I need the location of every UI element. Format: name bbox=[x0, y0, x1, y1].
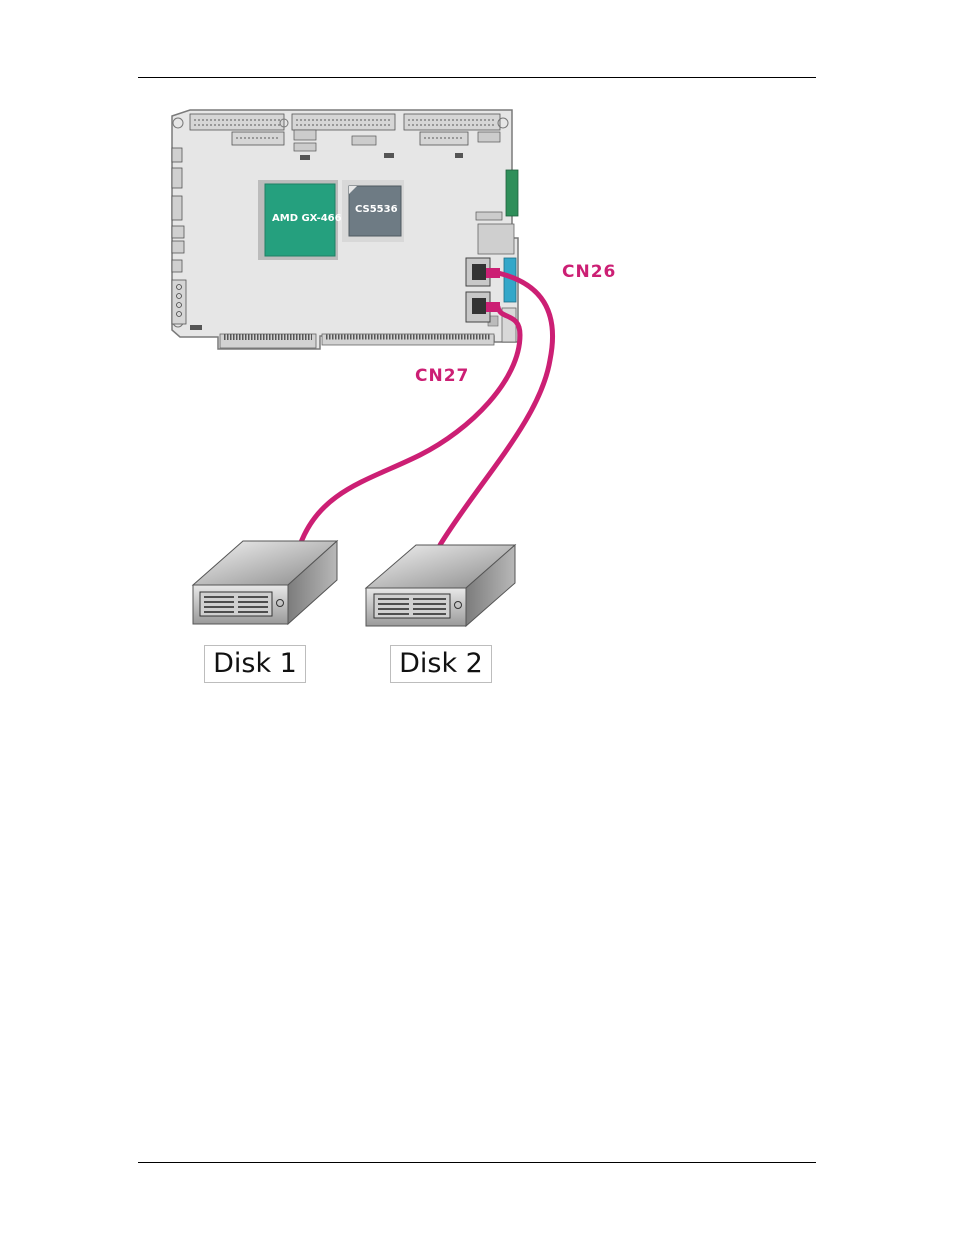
disk-1-label: Disk 1 bbox=[204, 645, 306, 683]
bridge-chip: CS5536 bbox=[342, 180, 404, 242]
cpu-chip-label: AMD GX-466 bbox=[272, 213, 342, 224]
disk-1-drive bbox=[193, 541, 337, 624]
footer-rule bbox=[138, 1162, 816, 1163]
bridge-chip-label: CS5536 bbox=[355, 204, 398, 215]
disk-2-label: Disk 2 bbox=[390, 645, 492, 683]
cn26-label: CN26 bbox=[562, 262, 616, 282]
disk-2-drive bbox=[366, 545, 515, 626]
cn27-label: CN27 bbox=[415, 366, 469, 386]
cpu-chip: AMD GX-466 bbox=[258, 180, 342, 260]
